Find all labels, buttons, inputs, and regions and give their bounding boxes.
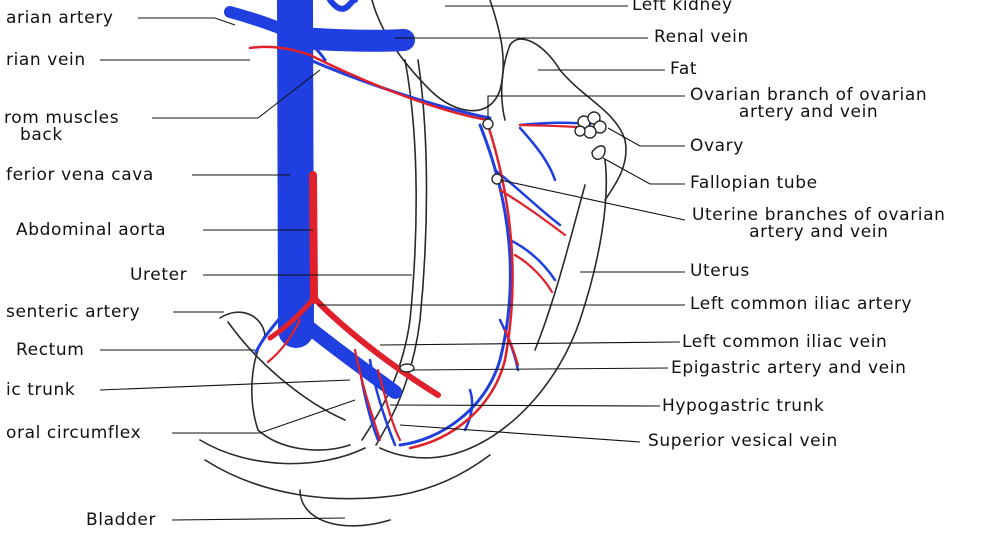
artery-branch-2 — [515, 255, 552, 292]
label-ureter: Ureter — [130, 267, 187, 284]
label-rectum: Rectum — [16, 342, 84, 359]
label-from-muscles: rom muscles back — [4, 110, 119, 144]
label-fallopian-tube: Fallopian tube — [690, 175, 818, 192]
label-bladder: Bladder — [86, 512, 156, 529]
leader-lines — [100, 6, 685, 520]
vein-branch-2 — [510, 240, 555, 280]
label-ovarian-vein: rian vein — [6, 52, 86, 69]
label-left-common-iliac-vein: Left common iliac vein — [682, 334, 887, 351]
label-iliac-trunk: ic trunk — [6, 382, 75, 399]
label-uterine-branches-line2: artery and vein — [692, 224, 946, 241]
top-arc-vein — [330, 0, 355, 9]
uterine-branch-marker — [492, 174, 502, 184]
label-mesenteric-artery: senteric artery — [6, 304, 140, 321]
label-epigastric: Epigastric artery and vein — [671, 360, 906, 377]
epigastric-marker — [400, 364, 414, 372]
label-ovary: Ovary — [690, 138, 744, 155]
bladder-outline — [205, 455, 490, 499]
label-inferior-vena-cava: ferior vena cava — [6, 167, 154, 184]
label-hypogastric-trunk: Hypogastric trunk — [662, 398, 824, 415]
label-renal-vein: Renal vein — [654, 29, 749, 46]
fat-outline — [510, 39, 626, 200]
left-kidney-outline — [372, 0, 503, 111]
abdominal-aorta — [313, 175, 314, 300]
ovarian-branch-marker — [483, 119, 493, 129]
renal-vein — [300, 38, 404, 41]
vein-branch-5 — [520, 128, 555, 180]
label-superior-vesical-vein: Superior vesical vein — [648, 433, 838, 450]
label-ovarian-branch: Ovarian branch of ovarian artery and vei… — [690, 87, 927, 121]
label-uterine-branches: Uterine branches of ovarian artery and v… — [692, 207, 946, 241]
label-abdominal-aorta: Abdominal aorta — [16, 222, 166, 239]
label-ovarian-branch-line2: artery and vein — [690, 104, 927, 121]
label-fat: Fat — [670, 61, 697, 78]
label-uterus: Uterus — [690, 263, 750, 280]
label-left-kidney: Left kidney — [632, 0, 733, 14]
label-left-common-iliac-artery: Left common iliac artery — [690, 296, 912, 313]
label-ovarian-artery: arian artery — [6, 10, 114, 27]
uterus-outline — [380, 160, 606, 458]
label-femoral-circumflex: oral circumflex — [6, 425, 141, 442]
fallopian-tube-shape — [592, 146, 605, 159]
label-from-muscles-line2: back — [4, 127, 119, 144]
bladder-inner — [300, 490, 390, 526]
